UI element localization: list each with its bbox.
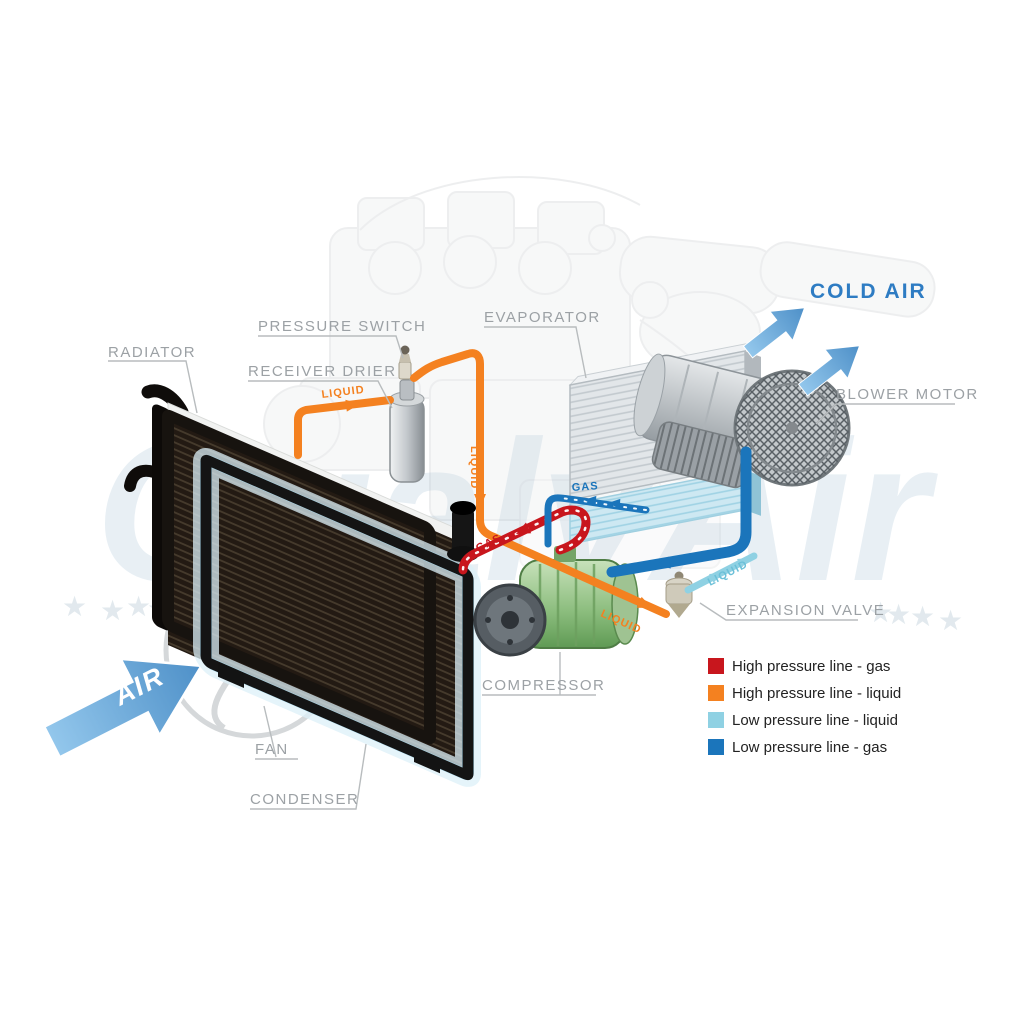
condenser-foot xyxy=(218,662,244,689)
star-icon: ★ xyxy=(62,590,87,623)
low-pressure-gas-line xyxy=(606,446,752,578)
legend-item: Low pressure line - gas xyxy=(708,739,887,756)
legend-swatch-low-gas xyxy=(708,739,724,755)
legend-item: Low pressure line - liquid xyxy=(708,712,898,729)
radiator-frame xyxy=(162,409,436,745)
receiver-drier xyxy=(389,379,425,483)
receiver-drier-label: RECEIVER DRIER xyxy=(248,363,397,380)
legend-item: High pressure line - liquid xyxy=(708,685,901,702)
legend-label: High pressure line - gas xyxy=(732,658,890,675)
liquid-label: LIQUID xyxy=(321,384,365,401)
blower-motor-label: BLOWER MOTOR xyxy=(836,386,979,403)
fan-label: FAN xyxy=(255,741,289,758)
evaporator-label: EVAPORATOR xyxy=(484,309,601,326)
condenser-neck xyxy=(447,501,479,562)
flow-arrow-icon xyxy=(636,596,652,608)
legend-label: Low pressure line - gas xyxy=(732,739,887,756)
flow-arrow-icon xyxy=(608,498,621,509)
star-icon: ★ xyxy=(938,604,963,637)
flow-arrow-icon xyxy=(709,573,722,583)
legend-label: High pressure line - liquid xyxy=(732,685,901,702)
radiator-core-group xyxy=(152,402,481,787)
legend-swatch-low-liquid xyxy=(708,712,724,728)
legend: High pressure line - gas High pressure l… xyxy=(708,658,901,756)
expansion-valve-label: EXPANSION VALVE xyxy=(726,602,885,619)
compressor-label: COMPRESSOR xyxy=(482,677,605,694)
low-pressure-gas-line xyxy=(544,494,650,548)
high-pressure-liquid-line xyxy=(294,396,394,459)
radiator-label: RADIATOR xyxy=(108,344,196,361)
high-pressure-gas-line-dashes xyxy=(461,508,588,572)
cold-air-arrow-icon xyxy=(742,307,806,359)
leader-lines xyxy=(108,326,955,810)
radiator-hose-icon xyxy=(124,464,160,492)
cold-air-arrows xyxy=(742,307,861,397)
legend-item: High pressure line - gas xyxy=(708,658,890,675)
high-pressure-liquid-line xyxy=(410,349,484,524)
flow-arrow-icon xyxy=(656,556,671,569)
star-icon: ★ xyxy=(868,596,893,629)
flow-arrow-icon xyxy=(345,399,360,412)
radiator-fins xyxy=(168,415,468,776)
legend-label: Low pressure line - liquid xyxy=(732,712,898,729)
pressure-switch xyxy=(398,345,412,380)
flow-arrow-icon xyxy=(516,522,532,534)
star-icon: ★ xyxy=(886,598,911,631)
radiator-condenser-assembly xyxy=(124,384,481,787)
condenser-frame xyxy=(200,454,474,781)
pressure-switch-label: PRESSURE SWITCH xyxy=(258,318,426,335)
cold-air-label: COLD AIR xyxy=(810,280,927,303)
low-pressure-gas-line-dashes xyxy=(559,497,647,511)
condenser-label: CONDENSER xyxy=(250,791,359,808)
flow-arrow-icon xyxy=(584,495,597,506)
liquid-label: LIQUID xyxy=(468,446,480,489)
high-pressure-liquid-line xyxy=(476,516,670,618)
air-arrow xyxy=(42,657,204,760)
refrigerant-lines xyxy=(294,349,758,618)
legend-swatch-high-gas xyxy=(708,658,724,674)
cold-air-arrow-icon xyxy=(797,345,861,397)
compressor-pulley xyxy=(473,583,547,657)
flow-arrow-icon xyxy=(737,558,750,568)
flow-arrow-icon xyxy=(474,494,486,508)
star-icon: ★ xyxy=(100,594,125,627)
condenser-foot xyxy=(414,747,440,774)
component-labels: RADIATOR PRESSURE SWITCH RECEIVER DRIER … xyxy=(108,280,979,810)
star-icon: ★ xyxy=(910,600,935,633)
star-icon: ★ xyxy=(126,590,151,623)
legend-swatch-high-liquid xyxy=(708,685,724,701)
gas-label: GAS xyxy=(571,480,599,494)
